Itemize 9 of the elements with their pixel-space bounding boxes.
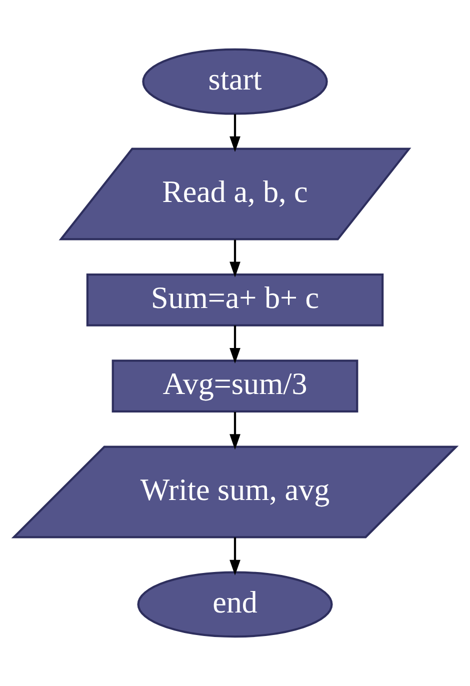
arrow — [230, 537, 240, 576]
node-ellipse: start — [142, 48, 328, 115]
node-ellipse: end — [137, 571, 333, 638]
node-box: Sum=a+ b+ c — [86, 273, 384, 326]
node-box: Avg=sum/3 — [112, 360, 358, 413]
arrow — [230, 114, 240, 152]
arrow — [230, 412, 240, 450]
arrow — [230, 240, 240, 278]
arrow — [230, 325, 240, 364]
